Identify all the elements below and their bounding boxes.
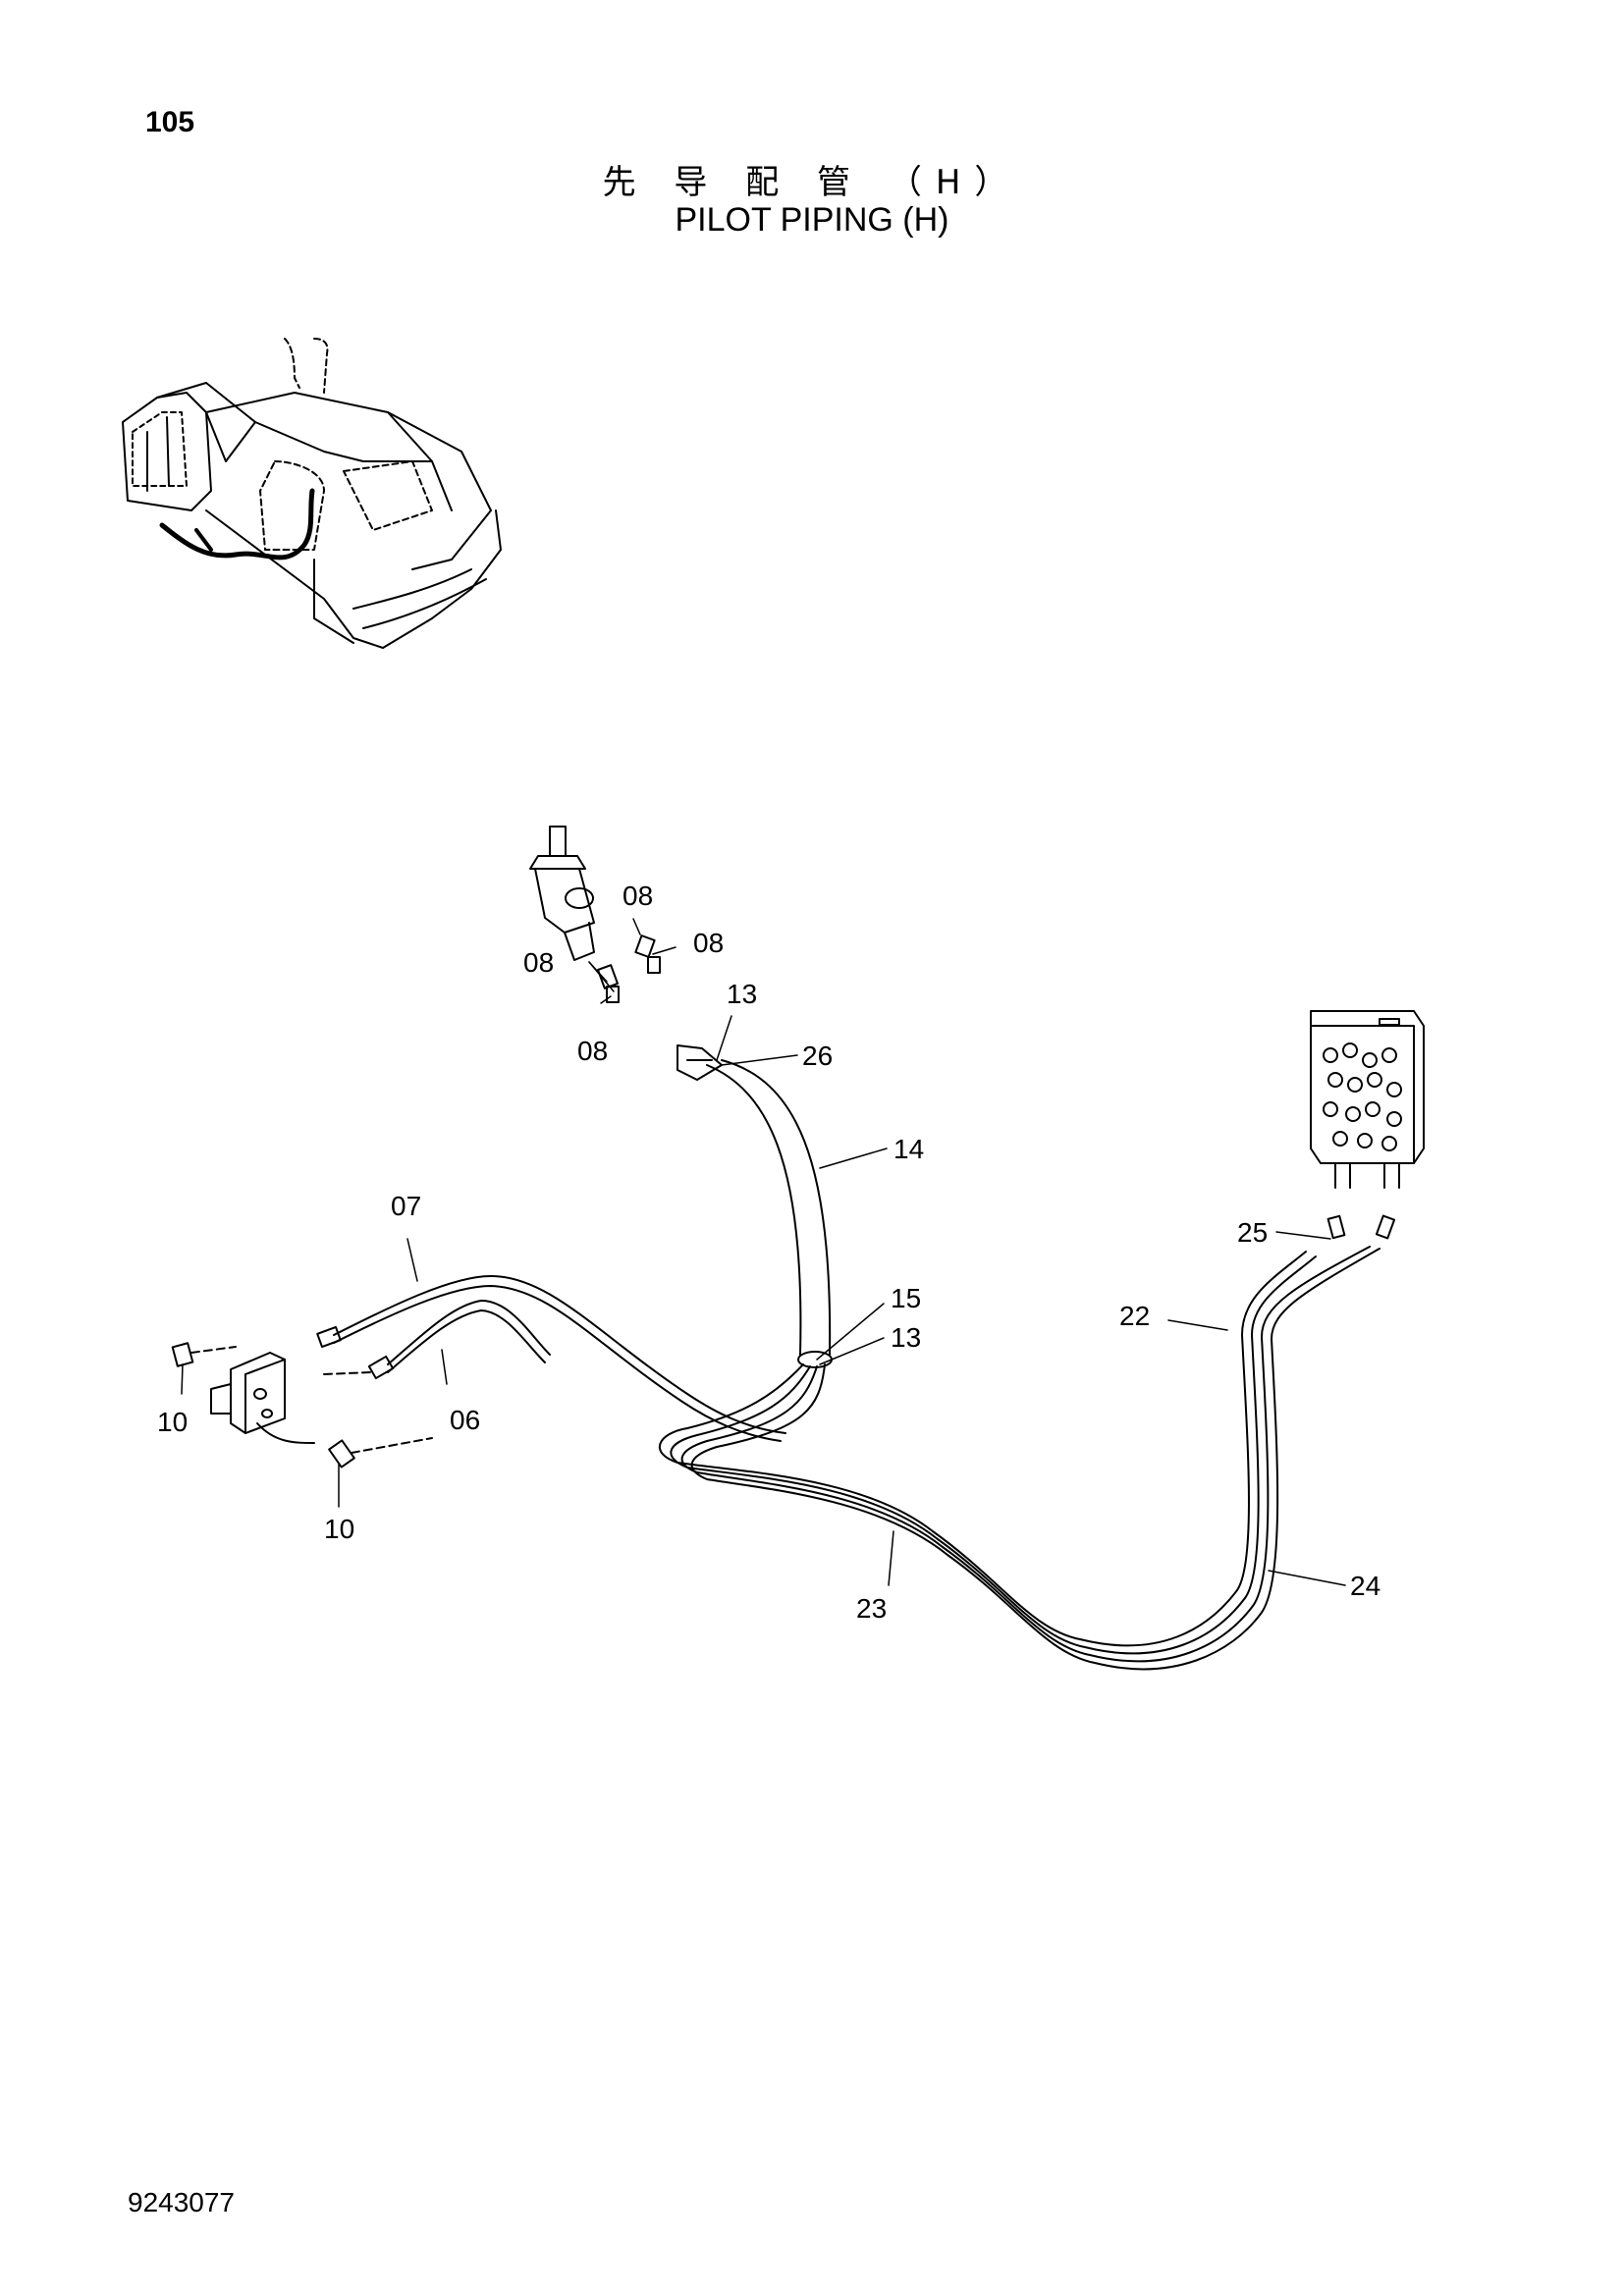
page-title-english: PILOT PIPING (H) xyxy=(675,201,949,239)
control-valve xyxy=(1310,1010,1425,1240)
callout-13-bottom: 13 xyxy=(891,1322,921,1353)
callout-22: 22 xyxy=(1119,1301,1150,1331)
callout-13-top: 13 xyxy=(727,979,757,1009)
callout-08-bottom: 08 xyxy=(577,1036,608,1066)
hose-23-bundle xyxy=(658,1246,1380,1671)
callout-10-bottom: 10 xyxy=(324,1514,354,1544)
left-valve-block xyxy=(171,1342,433,1468)
excavator-overview-illustration xyxy=(122,338,502,649)
document-number: 9243077 xyxy=(128,2187,236,2217)
callout-15: 15 xyxy=(891,1283,921,1313)
hose-07-06 xyxy=(316,1275,786,1442)
bundled-hose-14 xyxy=(706,1059,833,1368)
callout-14: 14 xyxy=(893,1134,924,1164)
callout-24: 24 xyxy=(1350,1571,1380,1601)
callout-08-right: 08 xyxy=(693,928,724,958)
page-title-chinese: 先 导 配 管 （H） xyxy=(602,163,1022,202)
callout-08-top: 08 xyxy=(623,881,653,911)
callout-07: 07 xyxy=(391,1191,421,1221)
callout-10-left: 10 xyxy=(157,1407,188,1437)
pilot-valve xyxy=(529,826,595,961)
page-number: 105 xyxy=(145,106,195,138)
callout-26: 26 xyxy=(802,1041,833,1071)
leader-lines xyxy=(181,918,1346,1586)
callout-25: 25 xyxy=(1237,1217,1268,1248)
callout-06: 06 xyxy=(450,1405,480,1435)
fitting-08-group xyxy=(597,934,661,1003)
hose-clamp xyxy=(677,1044,723,1081)
callout-23: 23 xyxy=(856,1593,887,1624)
hose-fan xyxy=(686,1363,826,1448)
callout-08-left: 08 xyxy=(523,947,554,978)
callout-labels: 08 08 08 08 13 26 14 07 15 13 10 06 10 2… xyxy=(157,881,1380,1624)
